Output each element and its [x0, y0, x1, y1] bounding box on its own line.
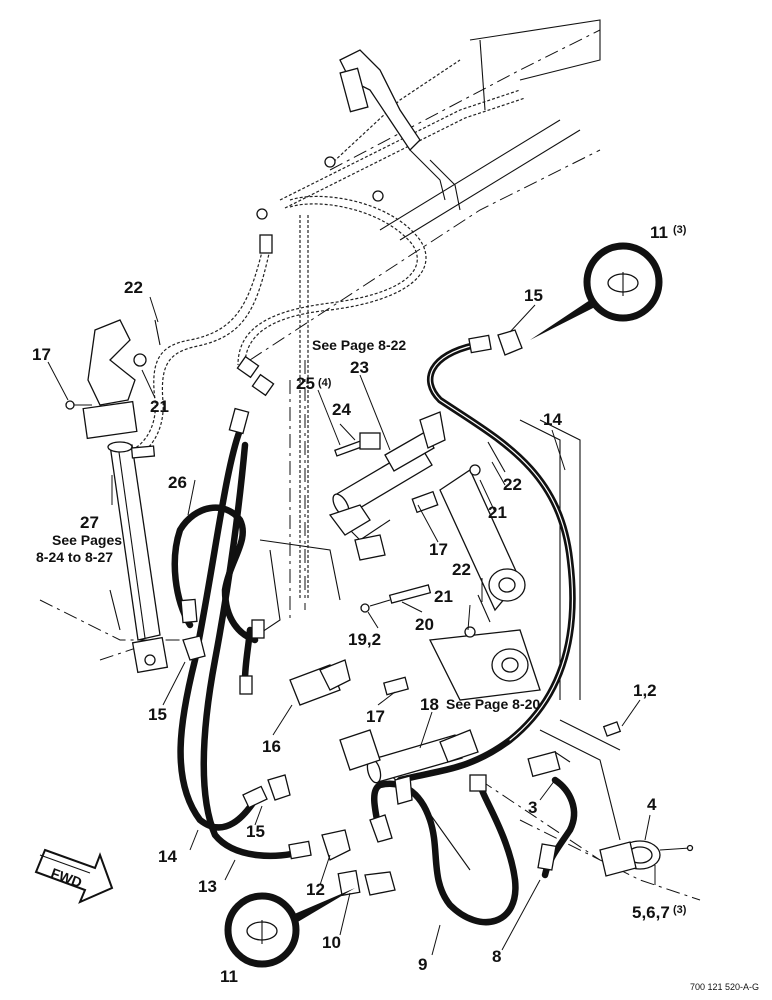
- callout-26: 26: [168, 473, 187, 492]
- left-lift-cylinder: [65, 319, 169, 674]
- hose-fittings: [180, 329, 561, 897]
- center-cylinder: [328, 411, 446, 561]
- callout-15-bottom: 15: [246, 822, 265, 841]
- callout-5-6-7: 5,6,7: [632, 903, 670, 922]
- callout-14-left: 14: [158, 847, 177, 866]
- callout-labels: 11 (3) 15 14 22 17 21 See Page 8-22 23 2…: [32, 223, 759, 992]
- callout-17-low: 17: [366, 707, 385, 726]
- callout-10: 10: [322, 933, 341, 952]
- callout-22-left: 22: [124, 278, 143, 297]
- callout-17-mid: 17: [429, 540, 448, 559]
- callout-25-qty: (4): [318, 377, 332, 389]
- callout-8: 8: [492, 947, 501, 966]
- callout-14-right: 14: [543, 410, 562, 429]
- callout-18: 18: [420, 695, 439, 714]
- hose-9: [371, 780, 519, 926]
- callout-22-mid: 22: [503, 475, 522, 494]
- callout-24: 24: [332, 400, 351, 419]
- callout-15-top: 15: [524, 286, 543, 305]
- forward-direction-arrow: FWD: [34, 848, 114, 904]
- see-page-8-20: See Page 8-20: [446, 696, 540, 712]
- detail-circle-bottom: [224, 888, 355, 968]
- callout-20: 20: [415, 615, 434, 634]
- callout-16: 16: [262, 737, 281, 756]
- leader-lines: [47, 296, 656, 956]
- callout-23: 23: [350, 358, 369, 377]
- callout-21-low: 21: [434, 587, 453, 606]
- detail-circle-top: [530, 242, 663, 340]
- callout-11-bottom: 11: [220, 967, 238, 986]
- callout-17-left: 17: [32, 345, 51, 364]
- see-page-8-22: See Page 8-22: [312, 337, 406, 353]
- callout-11-top-qty: (3): [673, 224, 687, 236]
- callout-19-2: 19,2: [348, 630, 381, 649]
- callout-12: 12: [306, 880, 325, 899]
- callout-9: 9: [418, 955, 427, 974]
- callout-3: 3: [528, 798, 537, 817]
- callout-27: 27: [80, 513, 99, 532]
- callout-13: 13: [198, 877, 217, 896]
- callout-25: 25: [296, 374, 315, 393]
- lower-cylinder: [289, 659, 479, 784]
- callout-1-2: 1,2: [633, 681, 657, 700]
- pin-20: [360, 584, 432, 613]
- hose-13: [200, 441, 304, 860]
- callout-22-low: 22: [452, 560, 471, 579]
- bearing-assembly: [537, 721, 694, 877]
- callout-15-left: 15: [148, 705, 167, 724]
- callout-27-ref-line1: See Pages: [52, 532, 122, 548]
- right-pivot-arm: [411, 441, 541, 701]
- callout-27-ref-line2: 8-24 to 8-27: [36, 549, 113, 565]
- callout-21-mid: 21: [488, 503, 507, 522]
- valve-block: [236, 49, 461, 397]
- callout-4: 4: [647, 795, 657, 814]
- callout-21-left: 21: [150, 397, 169, 416]
- hose-14-right: [396, 341, 576, 784]
- callout-11-top: 11: [650, 223, 668, 242]
- footer-code: 700 121 520-A-G: [690, 982, 759, 992]
- callout-5-6-7-qty: (3): [673, 904, 687, 916]
- hose-14-left: [177, 426, 259, 831]
